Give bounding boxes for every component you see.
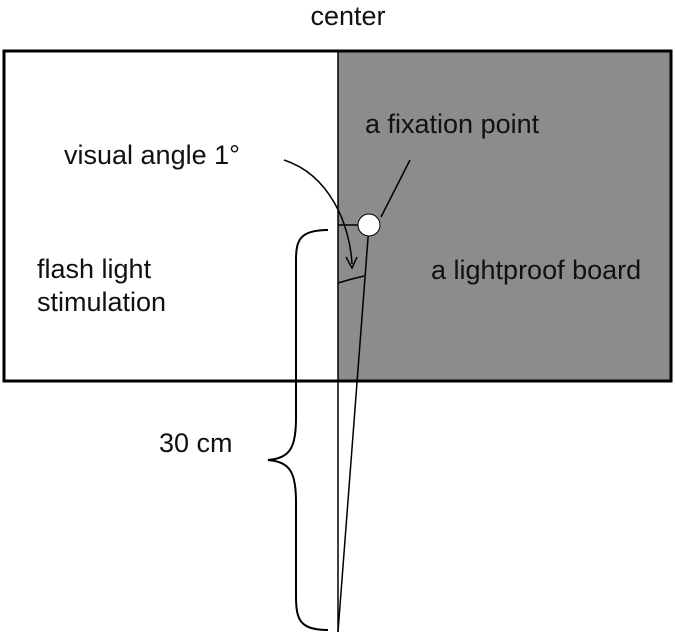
center-label: center [310,1,385,31]
fixation-point-label: a fixation point [365,109,540,139]
visual-angle-arrowhead [345,256,358,270]
lightproof-board-label: a lightproof board [431,255,641,285]
flash-light-label-line1: flash light [37,254,152,284]
distance-label: 30 cm [159,428,233,458]
lightproof-board [338,51,671,381]
visual-angle-arc [337,275,365,284]
flash-light-area [4,51,338,381]
flash-light-label-line2: stimulation [37,287,166,317]
fixation-point [357,213,381,237]
distance-brace [267,229,329,631]
visual-angle-pointer [283,159,353,265]
line-of-sight [337,224,370,633]
visual-angle-label: visual angle 1° [64,140,240,170]
fixation-pointer-line [380,159,411,218]
